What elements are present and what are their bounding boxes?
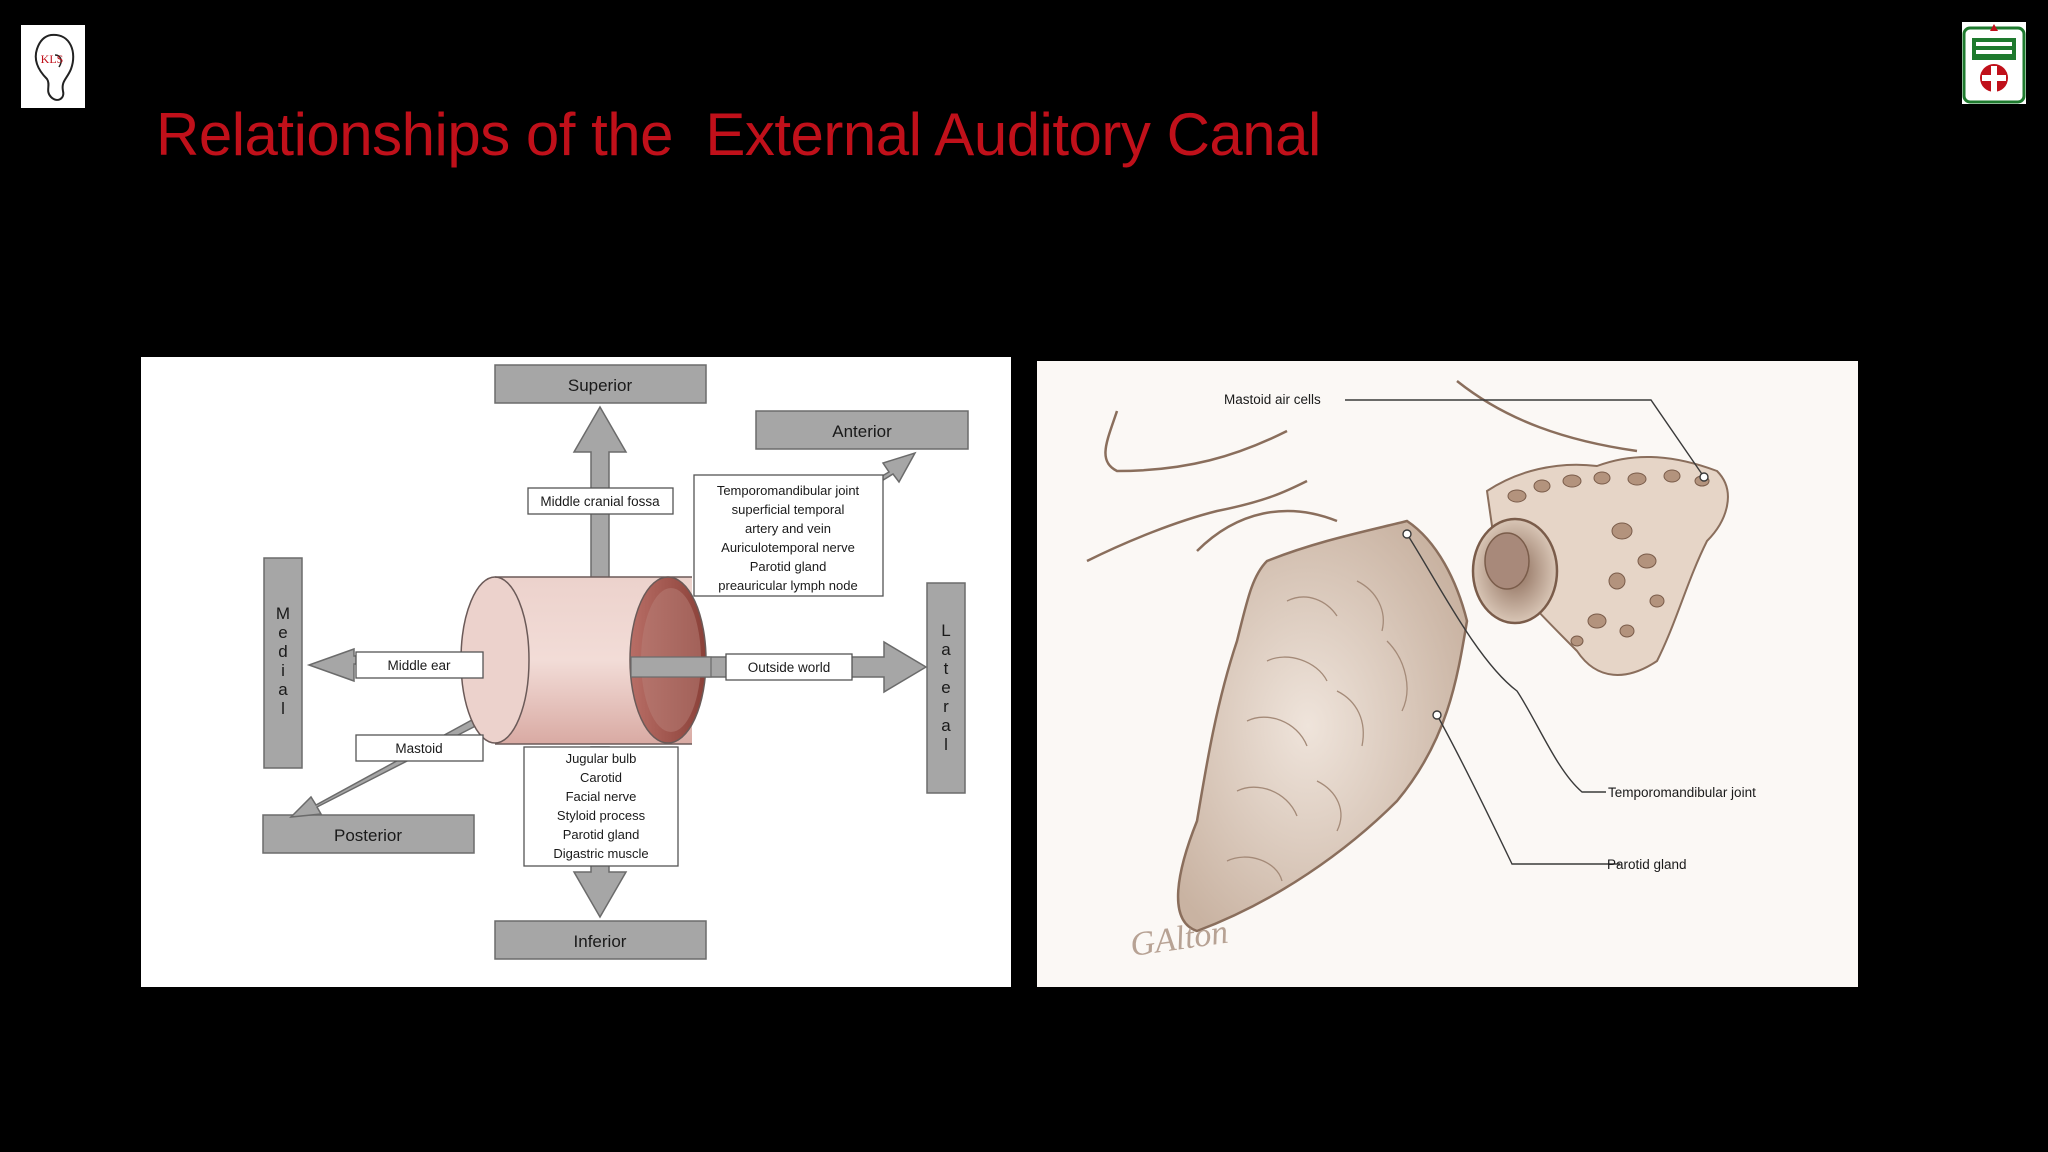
medial-letter: e xyxy=(278,623,287,642)
inferior-relation-item: Carotid xyxy=(580,770,622,785)
inferior-box: Inferior xyxy=(494,920,707,960)
anatomy-illustration-svg: Mastoid air cells Temporomandibular join… xyxy=(1086,380,1756,964)
medial-letter: M xyxy=(276,604,290,623)
outside-world-label: Outside world xyxy=(748,660,831,675)
anterior-label: Anterior xyxy=(832,422,892,441)
medial-box: M e d i a l xyxy=(263,557,303,769)
mastoid-box: Mastoid xyxy=(355,734,484,762)
lateral-letter: l xyxy=(944,735,948,754)
ear-icon: KLS xyxy=(34,33,75,101)
anatomy-illustration: Mastoid air cells Temporomandibular join… xyxy=(1037,361,1858,987)
orientation-diagram: Superior Anterior Inferior Posterior M e… xyxy=(141,357,1011,987)
inferior-relation-item: Parotid gland xyxy=(563,827,640,842)
artist-signature: GAlton xyxy=(1128,914,1230,964)
superior-label: Superior xyxy=(568,376,633,395)
skull-outline xyxy=(1086,380,1638,563)
superior-box: Superior xyxy=(494,364,707,404)
inferior-relation-item: Jugular bulb xyxy=(566,751,637,766)
inferior-label: Inferior xyxy=(574,932,627,951)
medial-letter: l xyxy=(281,699,285,718)
university-logo xyxy=(1962,22,2026,104)
lateral-arrow-shaft xyxy=(630,656,712,678)
mastoid-label: Mastoid xyxy=(395,741,442,756)
mastoid-air-cells-label: Mastoid air cells xyxy=(1224,392,1321,407)
kls-logo: KLS xyxy=(21,25,85,108)
lateral-letter: a xyxy=(941,640,951,659)
parotid-gland-shape xyxy=(1176,519,1469,933)
lateral-letter: t xyxy=(944,659,949,678)
leader-lines xyxy=(1345,399,1709,865)
outside-world-box: Outside world xyxy=(725,653,853,681)
lateral-box: L a t e r a l xyxy=(926,582,966,794)
parotid-gland-label: Parotid gland xyxy=(1607,857,1687,872)
middle-ear-label: Middle ear xyxy=(387,658,451,673)
middle-cranial-fossa-label: Middle cranial fossa xyxy=(540,494,660,509)
anterior-relations-box: Temporomandibular joint superficial temp… xyxy=(693,474,884,597)
middle-cranial-fossa-box: Middle cranial fossa xyxy=(527,487,674,515)
anterior-relation-item: Auriculotemporal nerve xyxy=(721,540,855,555)
bsmmu-crest-icon xyxy=(1962,24,2026,104)
anterior-relation-item: superficial temporal xyxy=(732,502,845,517)
orientation-diagram-svg: Superior Anterior Inferior Posterior M e… xyxy=(262,364,969,960)
lateral-letter: L xyxy=(941,621,950,640)
mastoid-air-cells xyxy=(1485,455,1729,676)
medial-letter: a xyxy=(278,680,288,699)
medial-letter: i xyxy=(281,661,285,680)
lateral-letter: a xyxy=(941,716,951,735)
lateral-letter: e xyxy=(941,678,950,697)
lateral-letter: r xyxy=(943,697,949,716)
inferior-relation-item: Styloid process xyxy=(557,808,646,823)
temporomandibular-joint-label: Temporomandibular joint xyxy=(1608,785,1756,800)
ear-canal-opening xyxy=(1471,517,1559,625)
anterior-relation-item: Parotid gland xyxy=(750,559,827,574)
medial-letter: d xyxy=(278,642,287,661)
anterior-relation-item: Temporomandibular joint xyxy=(717,483,860,498)
posterior-box: Posterior xyxy=(262,814,475,854)
slide-title: Relationships of the External Auditory C… xyxy=(156,101,1321,168)
inferior-relation-item: Facial nerve xyxy=(566,789,637,804)
anterior-box: Anterior xyxy=(755,410,969,450)
anterior-relation-item: artery and vein xyxy=(745,521,831,536)
anterior-relation-item: preauricular lymph node xyxy=(718,578,857,593)
posterior-label: Posterior xyxy=(334,826,402,845)
inferior-relation-item: Digastric muscle xyxy=(553,846,648,861)
inferior-relations-box: Jugular bulb Carotid Facial nerve Styloi… xyxy=(523,746,679,867)
kls-logo-text: KLS xyxy=(41,52,64,66)
middle-ear-box: Middle ear xyxy=(355,651,484,679)
